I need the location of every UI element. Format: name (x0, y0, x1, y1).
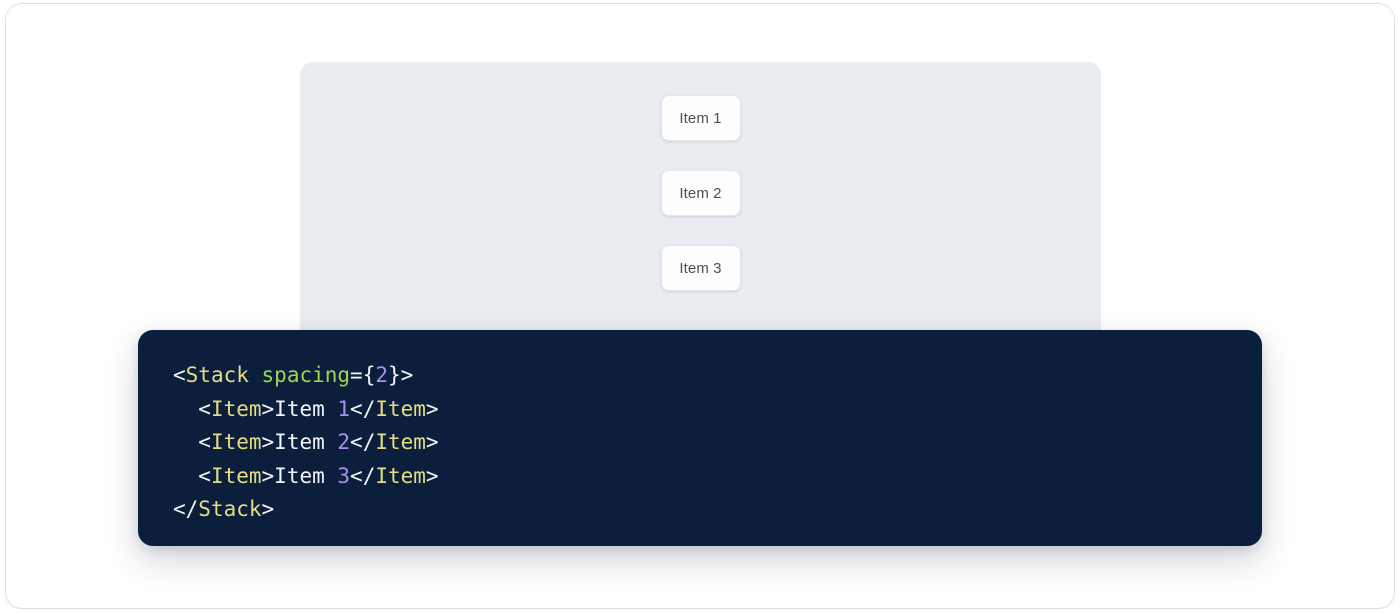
code-token-num: 2 (337, 430, 351, 455)
code-token-punct: > (261, 396, 275, 421)
code-token-punct: ={ (350, 363, 376, 387)
component-preview-panel: Item 1 Item 2 Item 3 (300, 62, 1101, 352)
code-token-tag: Item (210, 430, 262, 455)
stack-item[interactable]: Item 1 (660, 95, 741, 141)
code-token-punct: > (425, 430, 439, 455)
stack-item[interactable]: Item 3 (660, 245, 741, 291)
code-token-punct: > (261, 463, 275, 488)
code-token-punct: < (173, 430, 211, 455)
code-token-tag: Stack (185, 363, 249, 387)
code-line: <Item>Item 2</Item> (173, 426, 1244, 460)
stack-item-label: Item 1 (679, 109, 722, 127)
code-token-punct: }> (388, 363, 414, 387)
code-snippet-card[interactable]: <Stack spacing={2}> <Item>Item 1</Item> … (138, 330, 1262, 546)
code-token-tag: Item (375, 430, 426, 455)
code-token-punct: < (173, 396, 211, 421)
code-token-attr: spacing (261, 363, 351, 387)
code-line: <Stack spacing={2}> (173, 359, 1244, 393)
stack-item-label: Item 2 (679, 184, 722, 202)
code-token-tag: Stack (198, 497, 262, 522)
code-token-text: Item (274, 396, 338, 421)
code-line: </Stack> (173, 493, 1244, 527)
code-token-punct: < (173, 463, 211, 488)
stack-item[interactable]: Item 2 (660, 170, 741, 216)
code-token-punct (249, 363, 262, 387)
stack-item-label: Item 3 (679, 259, 722, 277)
code-line: <Item>Item 3</Item> (173, 460, 1244, 494)
code-token-punct: > (261, 497, 275, 522)
code-token-punct: </ (350, 463, 376, 488)
code-token-punct: > (261, 430, 275, 455)
code-token-tag: Item (375, 463, 426, 488)
code-token-tag: Item (210, 396, 262, 421)
code-token-punct: < (173, 363, 186, 387)
code-token-tag: Item (210, 463, 262, 488)
code-token-punct: </ (173, 497, 199, 522)
code-token-text: Item (274, 430, 338, 455)
code-token-punct: > (425, 396, 439, 421)
stack-container: Item 1 Item 2 Item 3 (300, 95, 1101, 291)
code-token-num: 2 (375, 363, 388, 387)
code-token-num: 3 (337, 463, 351, 488)
code-token-punct: > (425, 463, 439, 488)
code-token-tag: Item (375, 396, 426, 421)
code-token-punct: </ (350, 396, 376, 421)
code-token-punct: </ (350, 430, 376, 455)
code-token-num: 1 (337, 396, 351, 421)
code-token-text: Item (274, 463, 338, 488)
code-line: <Item>Item 1</Item> (173, 393, 1244, 427)
code-block[interactable]: <Stack spacing={2}> <Item>Item 1</Item> … (173, 359, 1244, 527)
